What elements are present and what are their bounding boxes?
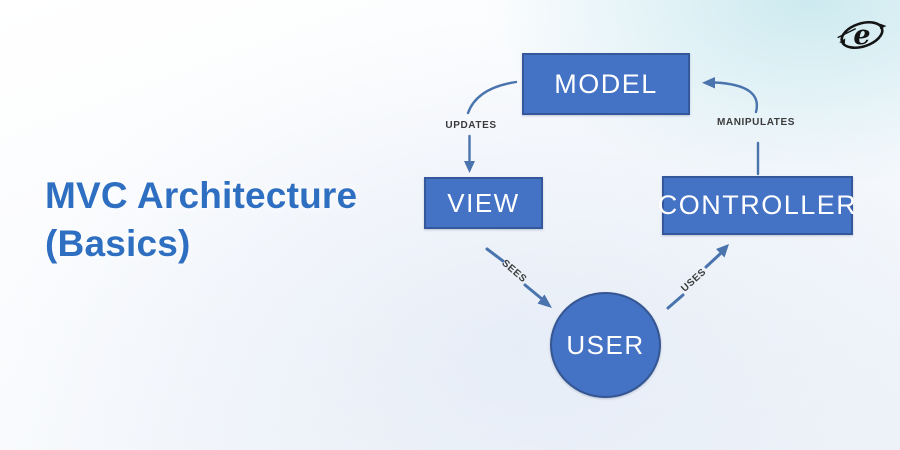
logo-swoosh-line — [837, 28, 857, 39]
node-controller: CONTROLLER — [658, 176, 856, 235]
sees-arrowhead-icon — [537, 294, 552, 308]
logo-orbit-arrowhead — [880, 23, 887, 30]
page-title: MVC Architecture (Basics) — [45, 172, 357, 268]
node-controller-label: CONTROLLER — [657, 190, 858, 220]
node-model-label: MODEL — [554, 68, 658, 99]
uses-arrow-segment-2 — [704, 252, 722, 269]
uses-arrow-segment-1 — [666, 293, 685, 310]
updates-arrowhead-icon — [464, 161, 475, 173]
edge-label-manipulates: MANIPULATES — [716, 117, 796, 128]
node-model: MODEL — [522, 53, 690, 115]
uses-arrowhead-icon — [716, 244, 729, 258]
node-view-label: VIEW — [447, 187, 520, 218]
edge-label-sees: SEES — [499, 257, 529, 286]
manipulates-arrow-arc — [713, 81, 759, 114]
page-title-line1: MVC Architecture — [45, 175, 358, 216]
logo-letter: e — [853, 20, 870, 51]
node-user: USER — [550, 292, 661, 398]
updates-arrow-arc — [466, 80, 518, 115]
page-title-line2: (Basics) — [45, 223, 191, 265]
manipulates-arrowhead-icon — [702, 77, 715, 89]
edge-label-uses: USES — [679, 266, 709, 295]
edge-label-updates: UPDATES — [445, 120, 497, 131]
brand-logo-icon: e — [837, 20, 887, 51]
node-user-label: USER — [566, 329, 645, 360]
logo-orbit-arrowhead-2 — [839, 38, 846, 44]
node-view: VIEW — [424, 177, 543, 229]
